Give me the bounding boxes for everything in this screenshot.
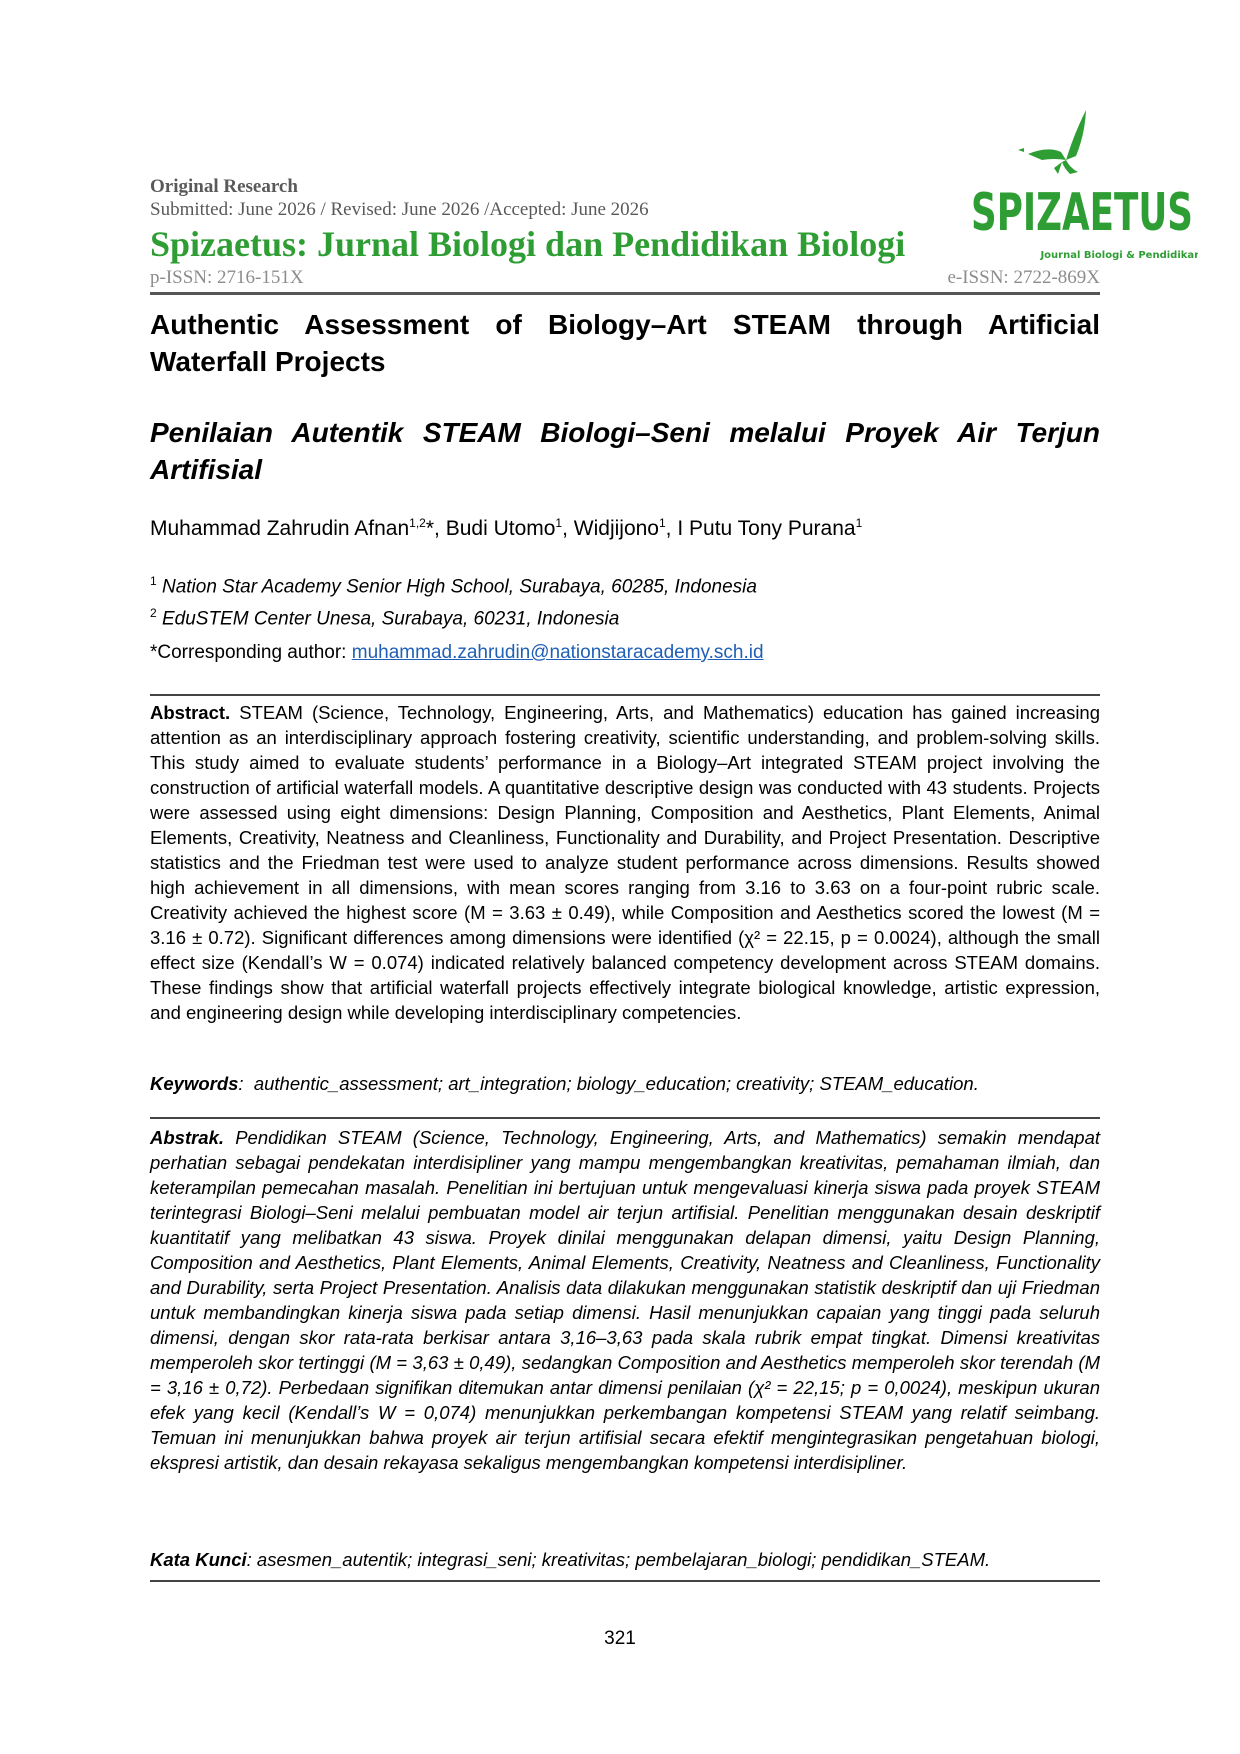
header-divider [150,292,1100,295]
corresponding-author: *Corresponding author: muhammad.zahrudin… [150,642,764,664]
abstrak-top-divider [150,1117,1100,1119]
journal-header: Original Research Submitted: June 2026 /… [150,176,1100,295]
author: I Putu Tony Purana1 [677,516,863,540]
keywords-label: Keywords [150,1073,239,1094]
abstract-indonesian: Abstrak. Pendidikan STEAM (Science, Tech… [150,1125,1100,1475]
keywords-line: Keywords: authentic_assessment; art_inte… [150,1073,979,1094]
abstract-english: Abstract. STEAM (Science, Technology, En… [150,700,1100,1025]
author: Muhammad Zahrudin Afnan1,2*, [150,516,446,540]
keywords-text: authentic_assessment; art_integration; b… [253,1073,979,1094]
kata-kunci-text: asesmen_autentik; integrasi_seni; kreati… [256,1549,991,1570]
article-title-english: Authentic Assessment of Biology–Art STEA… [150,309,1100,377]
affiliation-1: 1 Nation Star Academy Senior High School… [150,574,757,598]
abstract-label: Abstract. [150,702,231,723]
corresponding-label: *Corresponding author: [150,642,347,663]
abstract-top-divider [150,694,1100,696]
author: Budi Utomo1, [445,516,574,540]
abstract-text: STEAM (Science, Technology, Engineering,… [150,702,1101,1023]
article-type: Original Research [150,176,298,197]
abstrak-bottom-divider [150,1580,1100,1582]
logo-tagline: Journal Biologi & Pendidikan Biologi [1039,250,1198,261]
issn-row: p-ISSN: 2716-151X e-ISSN: 2722-869X [150,267,1100,289]
abstrak-label: Abstrak. [150,1127,225,1148]
article-title-indonesian: Penilaian Autentik STEAM Biologi–Seni me… [150,417,1100,485]
page-number: 321 [604,1628,636,1649]
logo-wordmark: SPIZAETUS [971,183,1193,243]
eagle-icon [1018,110,1086,174]
affiliation-2: 2 EduSTEM Center Unesa, Surabaya, 60231,… [150,606,620,630]
p-issn: p-ISSN: 2716-151X [150,267,304,288]
kata-kunci-label: Kata Kunci [150,1549,247,1570]
journal-title: Spizaetus: Jurnal Biologi dan Pendidikan… [150,224,906,264]
corresponding-email-link[interactable]: muhammad.zahrudin@nationstaracademy.sch.… [351,642,764,663]
affiliations: 1 Nation Star Academy Senior High School… [150,568,757,633]
kata-kunci-line: Kata Kunci: asesmen_autentik; integrasi_… [150,1549,991,1570]
author: Widjijono1, [573,516,678,540]
submission-dates: Submitted: June 2026 / Revised: June 202… [150,199,649,220]
author-list: Muhammad Zahrudin Afnan1,2*, Budi Utomo1… [150,516,862,541]
e-issn: e-ISSN: 2722-869X [947,267,1100,288]
abstrak-text: Pendidikan STEAM (Science, Technology, E… [150,1127,1101,1473]
journal-logo: SPIZAETUS Journal Biologi & Pendidikan B… [971,110,1198,261]
